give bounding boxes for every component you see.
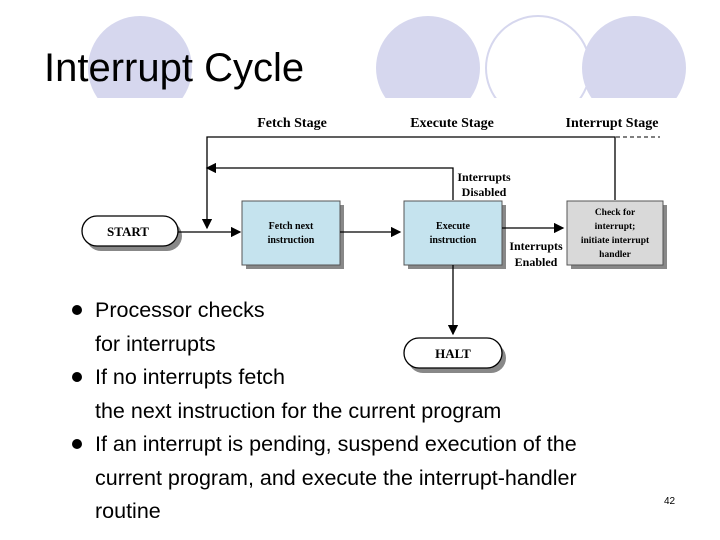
bullet-line: If an interrupt is pending, suspend exec… [95,432,577,456]
stage-label-interrupt: Interrupt Stage [566,116,659,131]
bullet-line: current program, and execute the interru… [95,465,577,490]
bullet-item: If an interrupt is pending, suspend exec… [70,428,670,529]
interrupt-box-line4: handler [599,250,631,260]
slide-title: Interrupt Cycle [44,46,305,90]
interrupts-enabled-label-line1: Interrupts [509,239,563,253]
decorative-circles [0,15,720,110]
bullet-list: Processor checks for interrupts If no in… [70,294,670,529]
execute-box-line1: Execute [436,221,470,232]
fetch-box-line1: Fetch next [269,221,314,232]
stage-label-fetch: Fetch Stage [257,116,327,131]
bullet-line: If no interrupts fetch [95,365,286,389]
bullet-icon [72,439,82,449]
loop-arrow-disabled [205,162,454,200]
start-label: START [107,224,149,239]
stage-label-execute: Execute Stage [410,116,494,131]
bullet-line: routine [95,499,161,523]
execute-box [403,200,503,266]
bullet-line: Processor checks [95,298,265,322]
decor-circle [582,16,686,110]
start-node [81,215,179,247]
interrupt-box-line1: Check for [595,208,636,218]
interrupt-box-line3: initiate interrupt [581,236,650,246]
interrupts-disabled-label-line2: Disabled [462,185,507,199]
decor-circle [376,16,480,110]
bullet-line: for interrupts [95,331,216,356]
loop-arrow-enabled [201,136,616,230]
halt-node [403,337,503,369]
execute-box-line2: instruction [430,235,477,246]
bullet-icon [72,372,82,382]
interrupts-enabled-label-line2: Enabled [515,255,558,269]
fetch-box [241,200,341,266]
interrupts-disabled-label-line1: Interrupts [457,170,511,184]
fetch-box-line2: instruction [268,235,315,246]
halt-label: HALT [435,346,471,361]
interrupt-box [566,200,664,266]
page-number: 42 [664,496,676,507]
decor-circle [88,16,192,110]
bullet-line: the next instruction for the current pro… [95,398,502,423]
bullet-item: Processor checks for interrupts [70,294,670,361]
interrupt-box-line2: interrupt; [595,222,636,232]
bullet-icon [72,305,82,315]
interrupt-cycle-diagram: Fetch Stage Execute Stage Interrupt Stag… [81,116,667,373]
bullet-item: If no interrupts fetch the next instruct… [70,361,670,428]
